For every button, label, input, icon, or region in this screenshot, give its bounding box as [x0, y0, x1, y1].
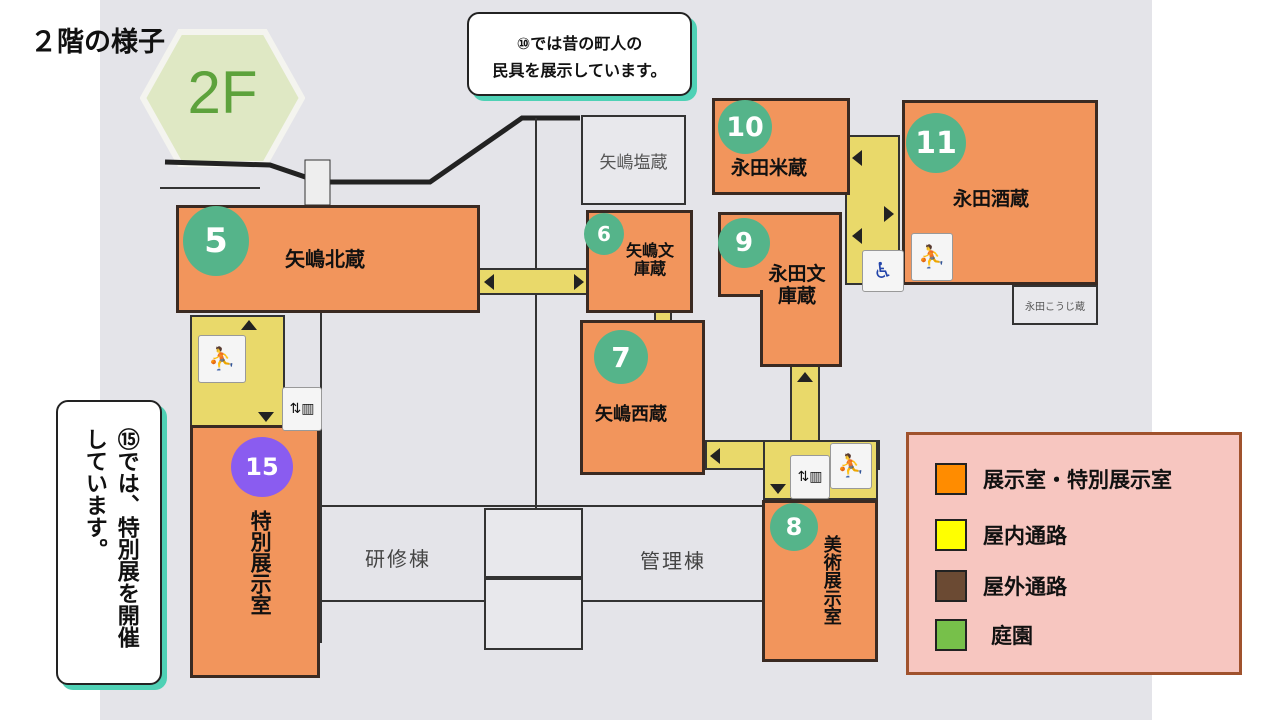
legend: 展示室・特別展示室 屋内通路 屋外通路 庭園: [906, 432, 1242, 675]
floor-badge: 2F: [187, 59, 258, 126]
callout-left: ⑮では、特別展を開催しています。: [56, 400, 162, 685]
elevator-icon: ⇅▥: [282, 387, 322, 431]
room-9-lower: [760, 290, 842, 367]
room-9-name: 永田文庫蔵: [768, 263, 826, 307]
outdoor-walkway: [160, 115, 580, 206]
callout-line-2: 民具を展示しています。: [492, 61, 667, 81]
legend-item-exhibit: 展示室・特別展示室: [935, 463, 1172, 495]
yajima-shio-kura: 矢嶋塩蔵: [581, 115, 686, 205]
annex-box-2: [484, 578, 583, 650]
kanri-building-label: 管理棟: [640, 549, 706, 573]
room-11-number: 11: [906, 113, 966, 173]
legend-swatch: [935, 570, 967, 602]
legend-swatch: [935, 519, 967, 551]
legend-swatch: [935, 463, 967, 495]
room-10-number: 10: [718, 100, 772, 154]
wheelchair-icon: ♿: [862, 250, 904, 292]
room-8-number: 8: [770, 503, 818, 551]
legend-item-indoor: 屋内通路: [935, 519, 1067, 551]
annex-box-1: [484, 508, 583, 578]
kenshu-building-label: 研修棟: [365, 547, 431, 571]
room-15-name: 特別展示室: [248, 510, 273, 615]
room-6-number: 6: [584, 213, 624, 255]
stairs-icon: ⛹: [198, 335, 246, 383]
room-8-name: 美術展示室: [820, 535, 842, 625]
room-6-name: 矢嶋文庫蔵: [625, 241, 674, 279]
stairs-icon: ⛹: [911, 233, 953, 281]
room-15-number: 15: [231, 437, 293, 497]
callout-top: ⑩では昔の町人の 民具を展示しています。: [467, 12, 692, 96]
room-7-number: 7: [594, 330, 648, 384]
room-7-name: 矢嶋西蔵: [595, 404, 667, 425]
room-11-name: 永田酒蔵: [953, 188, 1030, 210]
room-5-number: 5: [183, 206, 249, 276]
nagata-kouji-kura: 永田こうじ蔵: [1012, 285, 1098, 325]
legend-swatch: [935, 619, 967, 651]
legend-item-garden: 庭園: [935, 619, 1033, 651]
legend-item-outdoor: 屋外通路: [935, 570, 1067, 602]
callout-left-text: ⑮では、特別展を開催しています。: [81, 428, 139, 648]
corridor-5-6: [478, 268, 588, 295]
elevator-icon: ⇅▥: [790, 455, 830, 499]
room-10-name: 永田米蔵: [731, 157, 808, 179]
callout-line-1: ⑩では昔の町人の: [516, 34, 643, 53]
stairs-icon: ⛹: [830, 443, 872, 489]
room-9-number: 9: [718, 218, 770, 268]
page-title: ２階の様子: [30, 27, 165, 58]
room-5-name: 矢嶋北蔵: [285, 247, 365, 271]
